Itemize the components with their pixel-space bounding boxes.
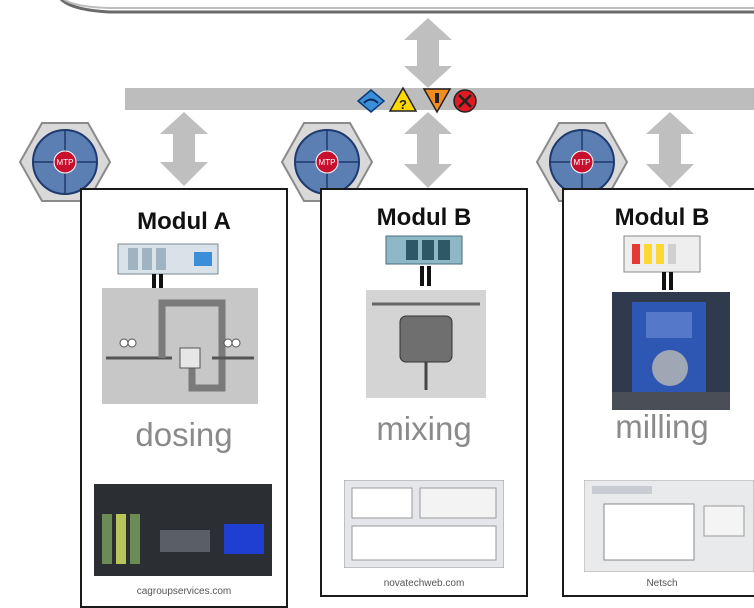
controller-hardware-image	[117, 243, 219, 288]
image-credit: Netsch	[646, 578, 678, 589]
module-title: Modul A	[137, 208, 231, 235]
module-title: Modul B	[614, 204, 710, 231]
top-double-arrow	[404, 18, 452, 88]
controller-hardware-image	[385, 235, 463, 286]
mtp-hub-icon: MTP	[18, 122, 112, 202]
process-label: mixing	[376, 410, 472, 447]
dosing-process-schematic	[102, 288, 258, 404]
svg-text:?: ?	[399, 97, 407, 112]
module-title: Modul B	[376, 204, 472, 231]
controller-hardware-image	[623, 235, 701, 290]
module-a-arrow	[160, 112, 208, 186]
process-label: milling	[615, 408, 709, 445]
svg-text:MTP: MTP	[319, 158, 336, 167]
mtp-hub-icon: MTP	[535, 122, 629, 202]
process-label: dosing	[135, 416, 233, 453]
out-of-spec-icon	[422, 88, 452, 114]
orchestration-layer-edge	[59, 0, 754, 14]
module-b-arrow	[404, 112, 452, 188]
module-c: Modul B milling Netsch	[562, 188, 754, 597]
mtp-hub-icon: MTP	[280, 122, 374, 202]
maintenance-icon	[356, 89, 386, 113]
milling-machine-photo	[612, 292, 730, 410]
hmi-screenshot	[584, 480, 754, 572]
svg-text:MTP: MTP	[574, 158, 591, 167]
module-c-arrow	[646, 112, 694, 188]
mixing-process-schematic	[366, 290, 486, 398]
svg-text:MTP: MTP	[57, 158, 74, 167]
hmi-screenshot	[94, 484, 272, 576]
warning-icon: ?	[388, 86, 418, 112]
image-credit: novatechweb.com	[383, 578, 465, 589]
image-credit: cagroupservices.com	[136, 586, 232, 597]
module-b: Modul B mixing novatechweb.com	[320, 188, 528, 597]
failure-icon	[453, 89, 477, 113]
hmi-screenshot	[344, 480, 504, 568]
module-a: Modul A dosing cagroupservices.com	[80, 188, 288, 608]
